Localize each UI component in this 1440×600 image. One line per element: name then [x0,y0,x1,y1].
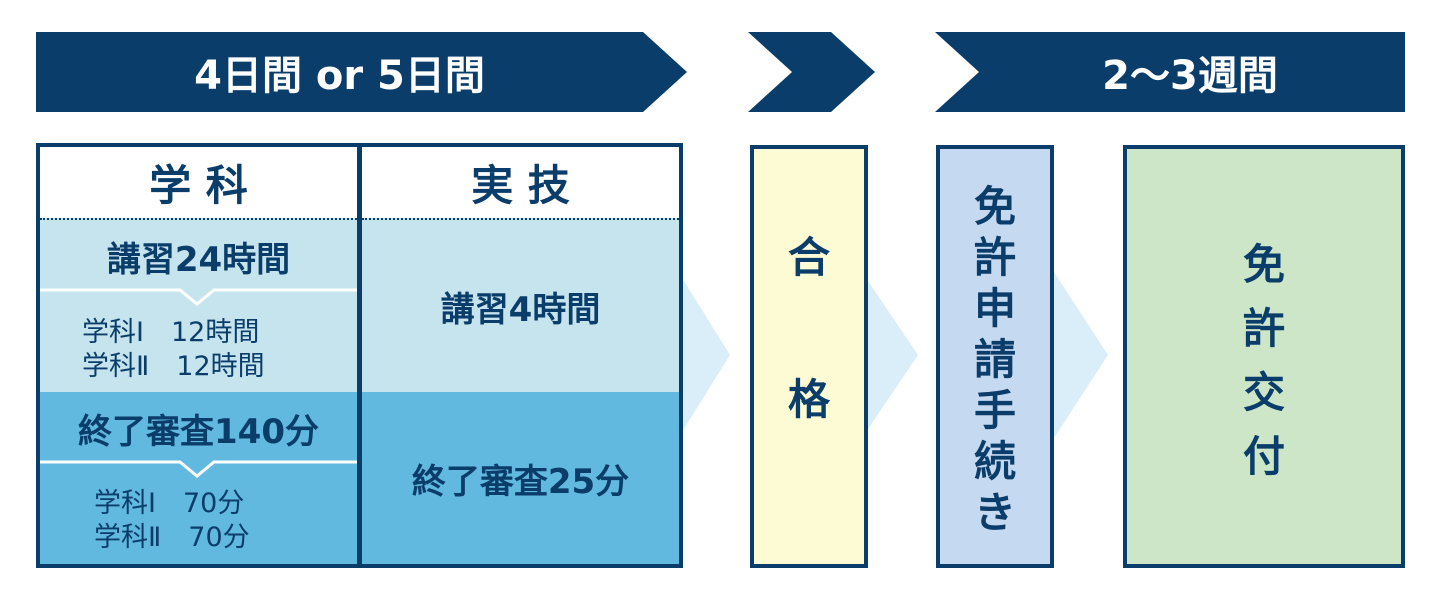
issuance-char-3: 交 [1242,368,1285,417]
course-table: 学 科 実 技 講習24時間 学科Ⅰ 12時間 学科Ⅱ 12時間 終了審査140… [36,143,683,568]
jitsugi-header: 実 技 [362,147,679,218]
application-char-1: 免 [973,182,1016,231]
application-char-6: 続 [973,437,1016,486]
gakka-lecture-item-2: 学科Ⅱ 12時間 [82,351,265,382]
banner-chevron [748,32,875,112]
issuance-char-4: 付 [1242,432,1285,481]
top-banner [36,32,1405,112]
gakka-exam-block: 終了審査140分 学科Ⅰ 70分 学科Ⅱ 70分 [40,392,357,564]
application-char-5: 手 [973,386,1016,435]
banner-arrow-training [36,32,687,112]
flow-arrow-1 [682,278,730,432]
application-char-3: 申 [973,284,1016,333]
gakka-lecture-block: 講習24時間 学科Ⅰ 12時間 学科Ⅱ 12時間 [40,218,357,392]
gakka-exam-item-1: 学科Ⅰ 70分 [94,488,245,519]
jitsugi-lecture: 講習4時間 [362,218,679,392]
gakka-exam-label: 終了審査140分 [78,411,319,452]
application-char-4: 請 [973,335,1016,384]
pass-char-1: 合 [787,233,830,282]
lecture-divider [40,288,357,306]
issuance-box: 免 許 交 付 [1123,145,1405,568]
flow-arrow-2 [866,278,918,432]
gakka-header: 学 科 [40,147,357,218]
jitsugi-exam: 終了審査25分 [362,392,679,564]
banner-arrow-processing [935,32,1405,112]
flow-arrow-3 [1054,272,1108,438]
application-box: 免 許 申 請 手 続 き [936,145,1054,568]
gakka-lecture-label: 講習24時間 [106,239,291,280]
application-char-2: 許 [973,233,1016,282]
exam-divider [40,460,357,478]
gakka-exam-item-2: 学科Ⅱ 70分 [94,522,250,553]
issuance-char-1: 免 [1242,240,1285,289]
application-char-7: き [973,488,1016,537]
banner-left-label: 4日間 or 5日間 [194,53,485,99]
banner-right-label: 2～3週間 [1102,53,1278,99]
issuance-char-2: 許 [1242,304,1285,353]
pass-box: 合 格 [750,145,868,568]
gakka-lecture-item-1: 学科Ⅰ 12時間 [82,317,260,348]
pass-char-2: 格 [787,375,830,424]
